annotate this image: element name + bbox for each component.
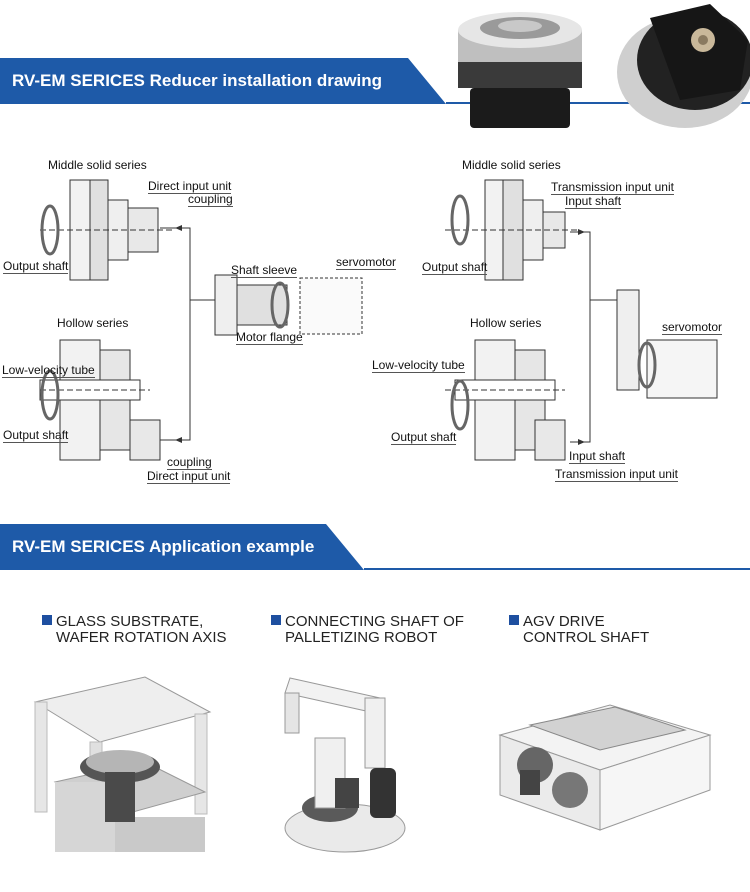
label-direct-input-unit-top: Direct input unit	[148, 179, 232, 194]
label-low-velocity-tube-left: Low-velocity tube	[2, 363, 95, 378]
label-output-shaft-top-right: Output shaft	[422, 260, 488, 275]
illustration-palletizing-robot	[284, 677, 406, 853]
label-input-shaft-bottom: Input shaft	[569, 449, 626, 464]
section-title-application: RV-EM SERICES Application example	[12, 537, 315, 556]
bullet-square	[42, 615, 52, 625]
label-middle-solid-series-left: Middle solid series	[48, 158, 147, 172]
illustration-glass-substrate	[33, 676, 212, 852]
bullet-square	[271, 615, 281, 625]
label-output-shaft-bottom-right: Output shaft	[391, 430, 457, 445]
label-motor-flange: Motor flange	[236, 330, 303, 345]
right-installation-diagram	[445, 179, 718, 461]
label-transmission-input-unit-bottom: Transmission input unit	[555, 467, 678, 482]
label-servomotor-left: servomotor	[336, 255, 397, 270]
illustration-agv	[498, 704, 712, 831]
product-photo-reducers	[458, 4, 750, 128]
label-low-velocity-tube-right: Low-velocity tube	[372, 358, 465, 373]
label-middle-solid-series-right: Middle solid series	[462, 158, 561, 172]
label-output-shaft-top-left: Output shaft	[3, 259, 69, 274]
label-servomotor-right: servomotor	[662, 320, 723, 335]
label-transmission-input-unit-top: Transmission input unit	[551, 180, 674, 195]
section-banner-installation: RV-EM SERICES Reducer installation drawi…	[0, 58, 750, 104]
label-hollow-series-left: Hollow series	[57, 316, 129, 330]
app-title-agv-line2: CONTROL SHAFT	[523, 629, 650, 646]
app-title-palletizing-line1: CONNECTING SHAFT OF	[285, 613, 464, 630]
banner-shape-2	[0, 524, 750, 570]
app-title-glass: GLASS SUBSTRATE, WAFER ROTATION AXIS	[42, 614, 227, 646]
label-input-shaft-top: Input shaft	[565, 194, 622, 209]
app-title-agv-line1: AGV DRIVE	[523, 613, 605, 630]
bullet-square	[509, 615, 519, 625]
left-installation-diagram	[39, 179, 363, 461]
banner-shape	[0, 58, 750, 104]
label-hollow-series-right: Hollow series	[470, 316, 542, 330]
label-coupling-bottom: coupling	[167, 455, 212, 470]
app-title-glass-line2: WAFER ROTATION AXIS	[56, 629, 227, 646]
section-title-installation: RV-EM SERICES Reducer installation drawi…	[12, 71, 382, 90]
label-coupling-top: coupling	[188, 192, 233, 207]
app-title-palletizing: CONNECTING SHAFT OF PALLETIZING ROBOT	[271, 614, 464, 646]
app-title-palletizing-line2: PALLETIZING ROBOT	[285, 629, 438, 646]
section-banner-application: RV-EM SERICES Application example	[0, 524, 750, 570]
label-shaft-sleeve: Shaft sleeve	[231, 263, 298, 278]
app-title-glass-line1: GLASS SUBSTRATE,	[56, 613, 204, 630]
app-title-agv: AGV DRIVE CONTROL SHAFT	[509, 614, 649, 646]
label-output-shaft-bottom-left: Output shaft	[3, 428, 69, 443]
label-direct-input-unit-bottom: Direct input unit	[147, 469, 231, 484]
